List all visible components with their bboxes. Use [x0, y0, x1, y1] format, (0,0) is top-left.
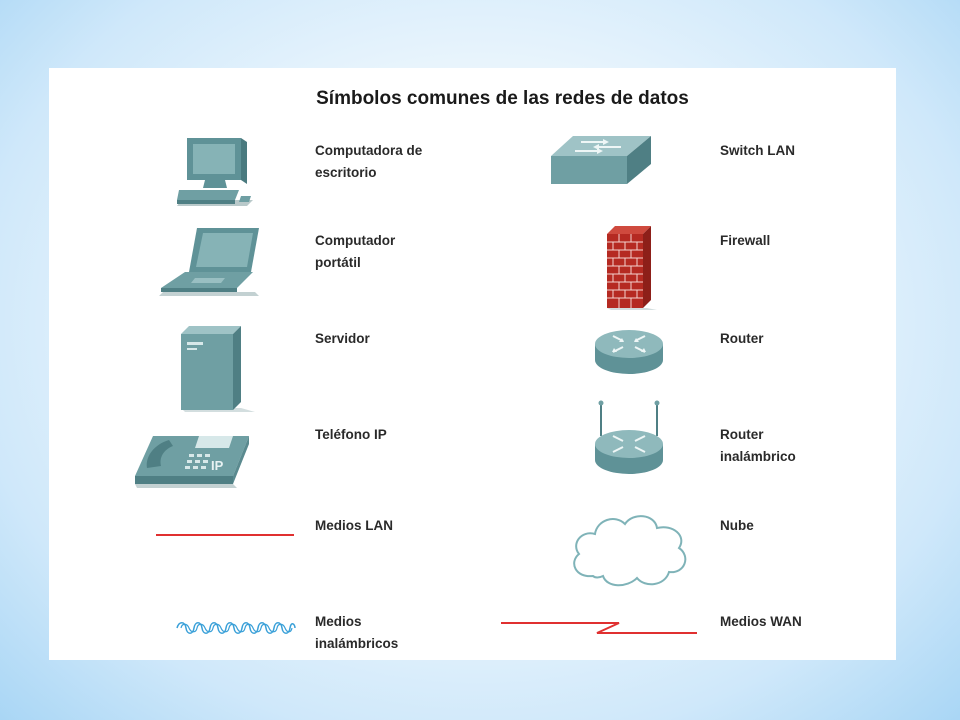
- diagram-title: Símbolos comunes de las redes de datos: [316, 88, 689, 109]
- server-label: Servidor: [315, 331, 370, 346]
- wireless-router-icon: [591, 400, 667, 478]
- firewall-label: Firewall: [720, 233, 771, 248]
- ip-phone-label: Teléfono IP: [315, 427, 387, 442]
- lan-media-label: Medios LAN: [315, 518, 394, 533]
- laptop-icon: [159, 226, 263, 298]
- ip-phone-icon: IP: [133, 430, 257, 490]
- switch-label: Switch LAN: [720, 143, 796, 158]
- lan-media-line: [156, 532, 294, 538]
- wan-media-line: [501, 615, 697, 639]
- desktop-computer-icon: [177, 136, 267, 208]
- ip-phone-icon-text: IP: [211, 458, 224, 473]
- switch-icon: [551, 136, 651, 186]
- diagram-panel: Símbolos comunes de las redes de datos C…: [49, 68, 896, 660]
- cloud-label: Nube: [720, 518, 754, 533]
- router-icon: [591, 326, 667, 378]
- router-label: Router: [720, 331, 764, 346]
- wireless-media-icon: [176, 621, 296, 635]
- firewall-icon: [607, 226, 659, 310]
- wan-media-label: Medios WAN: [720, 614, 802, 629]
- server-icon: [181, 326, 261, 412]
- cloud-icon: [569, 510, 691, 590]
